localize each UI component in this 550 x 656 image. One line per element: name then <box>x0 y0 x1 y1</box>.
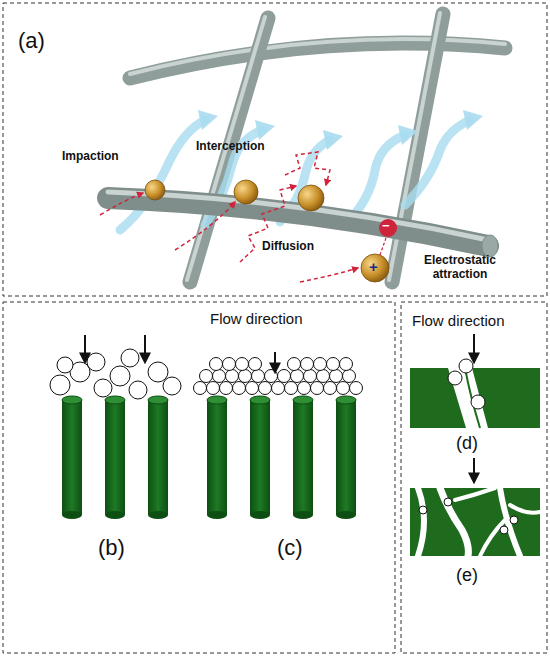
particle <box>145 180 389 282</box>
panel-frame <box>3 3 547 653</box>
mechanism-label: Electrostatic attraction <box>412 254 508 282</box>
panel-label: (e) <box>456 565 478 586</box>
charge-sign: − <box>382 219 390 234</box>
panel-label: (c) <box>277 535 303 560</box>
mechanism-label: Interception <box>196 140 265 154</box>
particle-trajectory <box>100 152 358 282</box>
attraction-line <box>380 238 386 255</box>
flow-label: Flow direction <box>412 312 505 329</box>
panel-label: (d) <box>456 433 478 454</box>
charge-sign: + <box>369 258 378 275</box>
charge-site <box>379 219 397 237</box>
mechanism-label: Impaction <box>62 150 119 164</box>
panel-label: (b) <box>98 535 125 560</box>
membrane <box>410 368 540 428</box>
panel-label: (a) <box>18 28 45 53</box>
trapped-particle <box>419 498 518 534</box>
flow-label: Flow direction <box>210 310 303 327</box>
mechanism-label: Diffusion <box>262 240 314 254</box>
membrane <box>410 488 540 556</box>
trapped-particle <box>448 359 485 409</box>
fiber-array <box>50 349 363 519</box>
